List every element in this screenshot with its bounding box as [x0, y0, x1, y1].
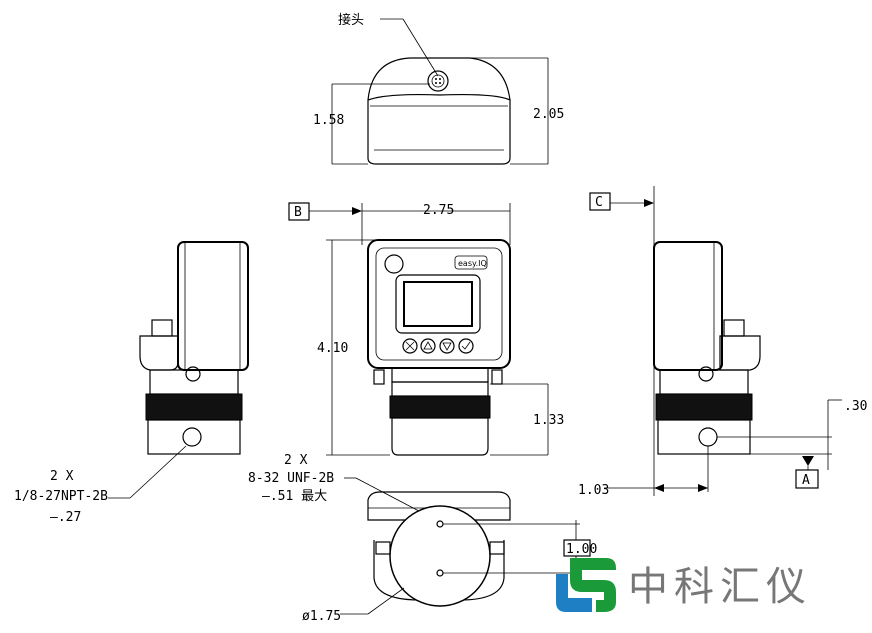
knurled-ring	[389, 395, 491, 419]
datum-b-box	[288, 202, 310, 221]
datum-b: B	[294, 205, 302, 220]
button-row	[402, 338, 474, 354]
right-body	[653, 241, 723, 371]
front-body	[367, 239, 511, 369]
left-knurled-ring	[145, 393, 243, 421]
dim-205: 2.05	[533, 107, 564, 122]
unf-qty: 2 X	[284, 453, 308, 468]
top-view: 接头 1.58 2.05	[313, 12, 564, 165]
top-body	[367, 93, 511, 165]
dim-275: 2.75	[423, 203, 454, 218]
display-screen	[403, 281, 473, 327]
right-port-icon	[698, 427, 718, 447]
left-body	[177, 241, 249, 371]
dim-158: 1.58	[313, 113, 344, 128]
right-side-view: C .30 A 1.03	[578, 186, 867, 498]
datum-a-box	[795, 469, 819, 489]
connector-leader-diag	[402, 18, 439, 77]
up-button-icon	[420, 338, 436, 354]
dim-100-box	[563, 539, 591, 557]
npt-depth: –.27	[50, 510, 81, 525]
dim-410: 4.10	[317, 341, 348, 356]
dim-030: .30	[844, 399, 867, 414]
brand-badge-box	[454, 255, 488, 270]
company-logo: 中科汇仪	[556, 558, 812, 612]
down-button-icon	[439, 338, 455, 354]
sensor-cup	[391, 417, 489, 456]
npt-spec: 1/8-27NPT-2B	[14, 489, 108, 504]
unf-spec: 8-32 UNF-2B	[248, 471, 334, 486]
dim-103: 1.03	[578, 483, 609, 498]
brand-badge: easy.IQ	[458, 259, 487, 268]
brand-icon	[384, 254, 404, 274]
datum-c: C	[595, 195, 603, 210]
unf-depth: –.51 最大	[262, 489, 327, 504]
bottom-view: 2 X 8-32 UNF-2B –.51 最大 1.00 ø1.75	[248, 453, 597, 624]
right-screw-icon	[698, 366, 714, 382]
sensor-face	[389, 505, 491, 607]
logo-text: 中科汇仪	[628, 564, 812, 610]
right-knurled-ring	[655, 393, 753, 421]
connector-inner	[431, 74, 445, 88]
dim-133: 1.33	[533, 413, 564, 428]
npt-qty: 2 X	[50, 469, 74, 484]
logo-mark-green	[570, 558, 616, 612]
top-cap	[367, 57, 511, 101]
enter-button-icon	[458, 338, 474, 354]
connector-icon	[427, 70, 449, 92]
bottom-housing	[367, 491, 511, 521]
datum-a: A	[802, 473, 810, 488]
cancel-button-icon	[402, 338, 418, 354]
dim-diameter: ø1.75	[302, 609, 341, 624]
left-side-view: 2 X 1/8-27NPT-2B –.27	[14, 241, 249, 525]
datum-c-box	[589, 192, 611, 211]
logo-mark-blue	[556, 574, 592, 612]
dim-100: 1.00	[566, 542, 597, 557]
display-frame	[395, 274, 481, 334]
npt-port-icon	[182, 427, 202, 447]
left-screw-icon	[185, 366, 201, 382]
connector-label: 接头	[338, 12, 364, 28]
front-view: B 2.75 4.10 1.33 easy.IQ	[288, 202, 564, 456]
